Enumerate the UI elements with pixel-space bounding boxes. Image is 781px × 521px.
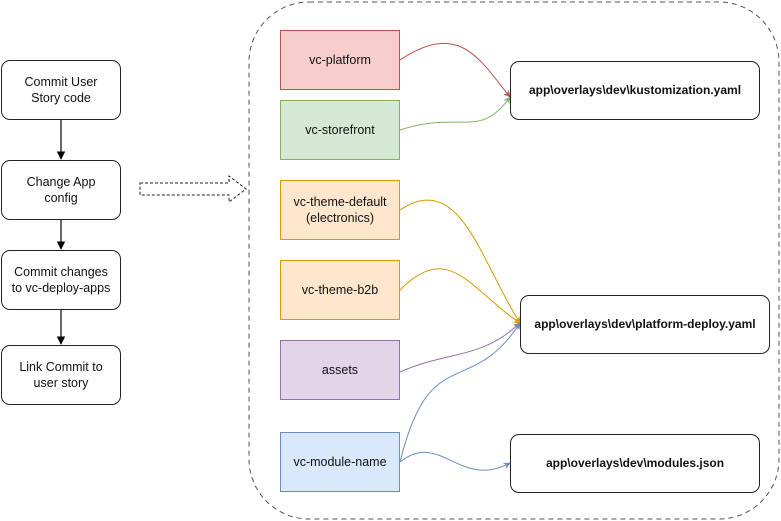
- file-platform-deploy: app\overlays\dev\platform-deploy.yaml: [520, 295, 770, 354]
- edge-vc-platform: [399, 42, 511, 98]
- app-vc-storefront: vc-storefront: [280, 100, 400, 160]
- app-vc-platform: vc-platform: [280, 30, 400, 90]
- edge-vc-storefront: [399, 96, 511, 131]
- file-kustomization: app\overlays\dev\kustomization.yaml: [510, 61, 760, 120]
- edge-vc-theme-b2b: [399, 268, 521, 324]
- edge-vc-module-modules: [399, 451, 511, 471]
- step-change-app-config: Change App config: [1, 160, 121, 220]
- step-link-commit: Link Commit to user story: [1, 345, 121, 405]
- app-assets: assets: [280, 340, 400, 400]
- step-commit-changes: Commit changes to vc-deploy-apps: [1, 250, 121, 310]
- file-modules-json: app\overlays\dev\modules.json: [510, 434, 760, 493]
- config-group-container: [248, 1, 780, 520]
- step-commit-user-story: Commit User Story code: [1, 60, 121, 120]
- app-vc-module-name: vc-module-name: [280, 432, 400, 492]
- group-pointer-arrow: [139, 174, 247, 204]
- edge-assets: [399, 322, 521, 373]
- edge-vc-module-platform: [399, 322, 521, 463]
- app-vc-theme-default: vc-theme-default (electronics): [280, 180, 400, 240]
- edge-vc-theme-default: [399, 199, 521, 324]
- app-vc-theme-b2b: vc-theme-b2b: [280, 260, 400, 320]
